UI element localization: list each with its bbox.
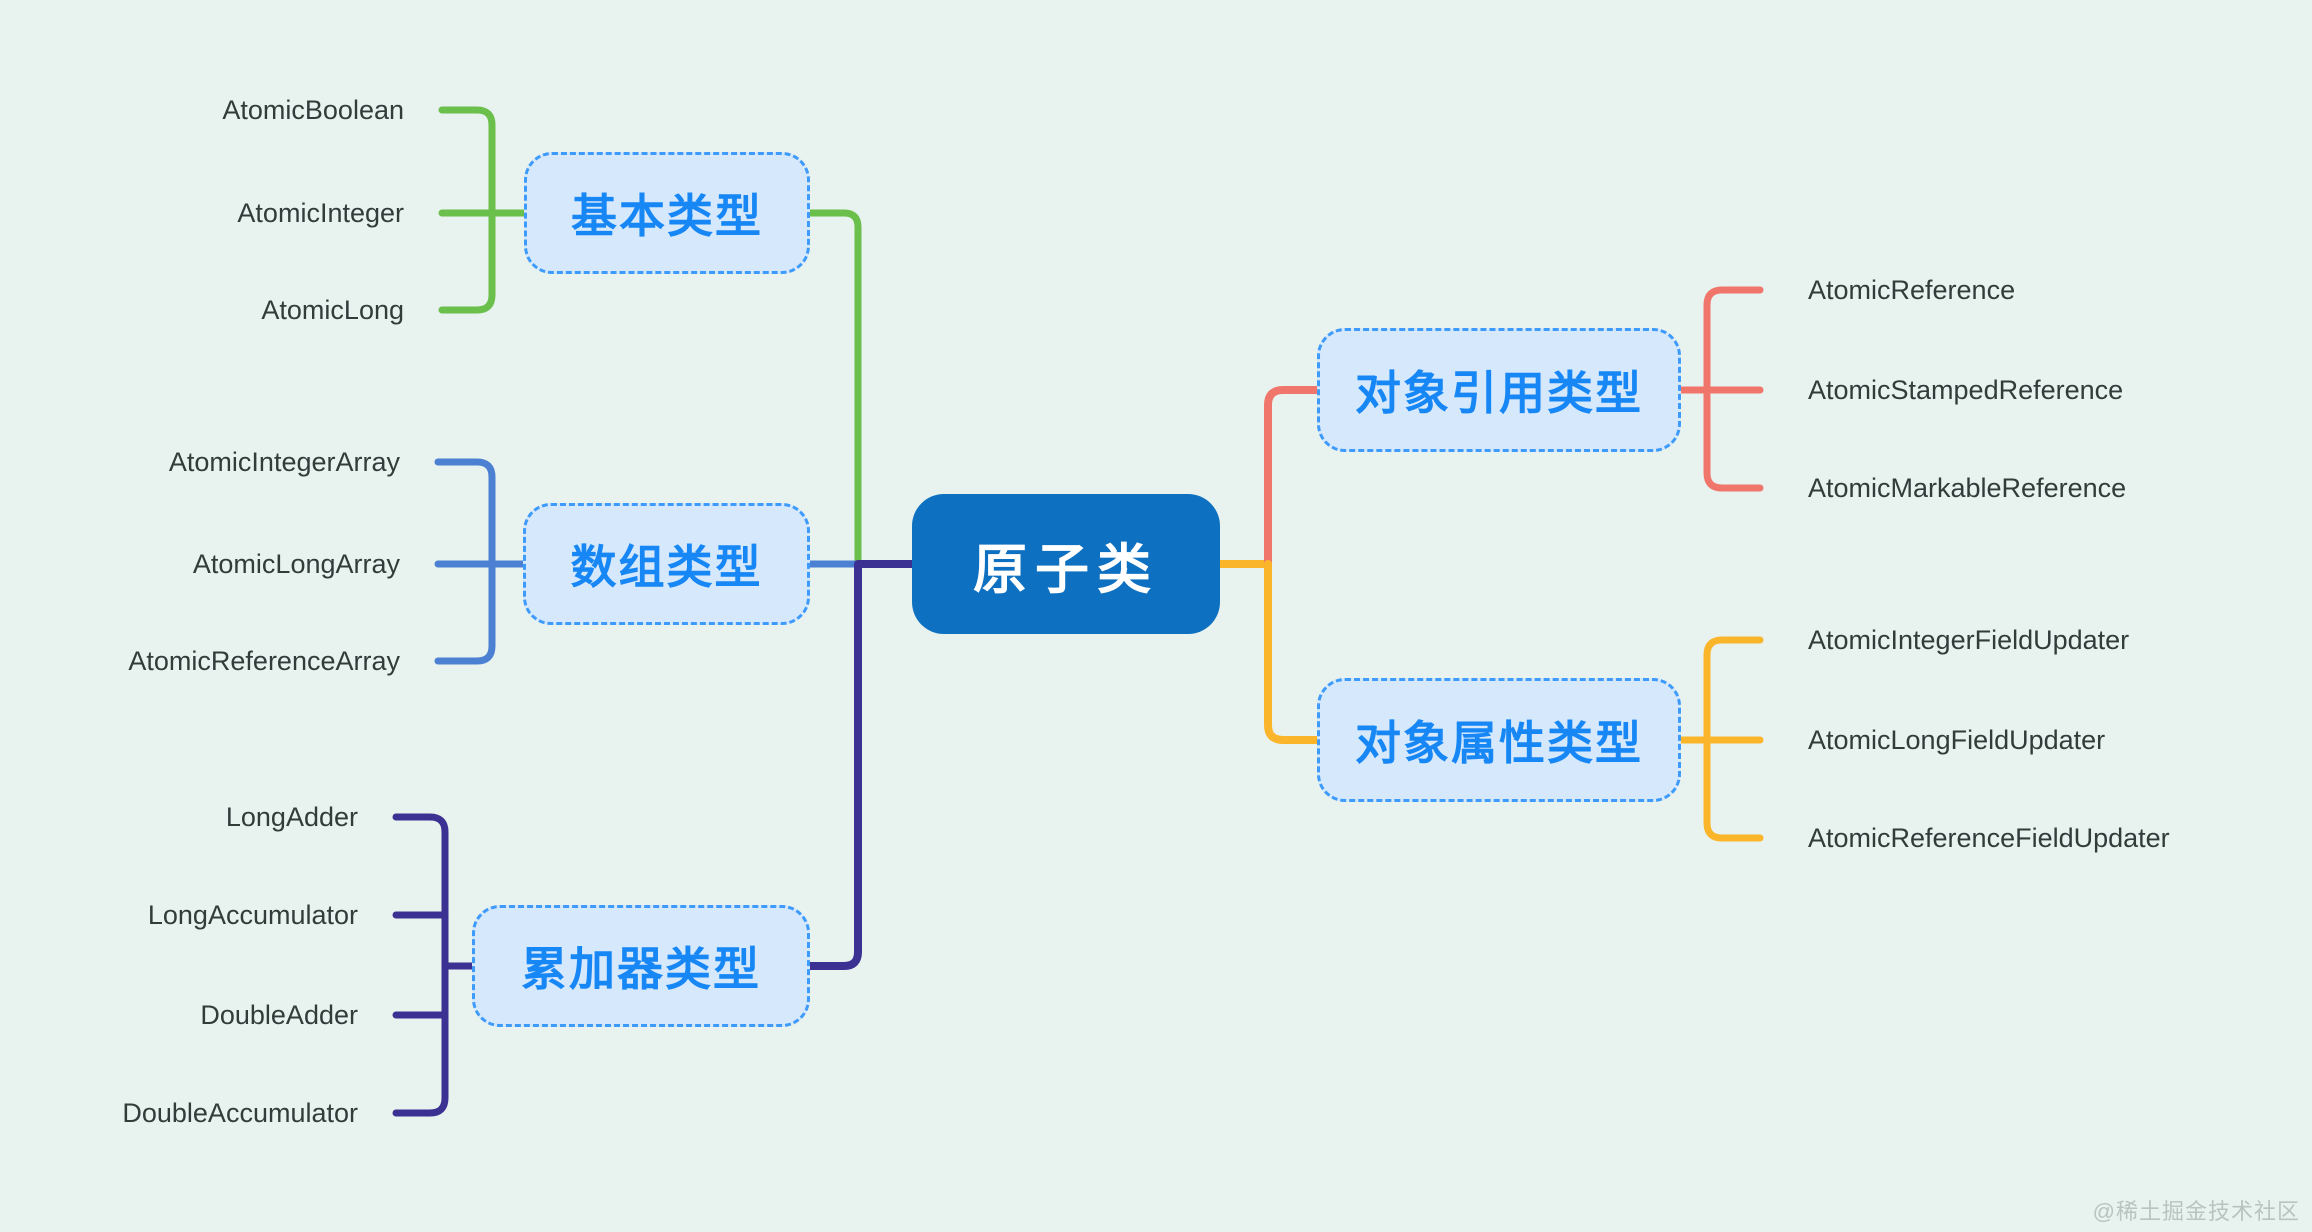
topic-object-reference-types-label: 对象引用类型 <box>1355 367 1643 419</box>
connector <box>392 813 449 1117</box>
topic-object-field-types[interactable]: 对象属性类型 <box>1317 678 1681 802</box>
child-topic-atomicreference[interactable]: AtomicReference <box>1808 275 2016 305</box>
topic-accumulator-types[interactable]: 累加器类型 <box>472 905 810 1027</box>
watermark: @稀土掘金技术社区 <box>2092 1199 2300 1224</box>
root-topic[interactable]: 原子类 <box>912 494 1220 634</box>
topic-basic-types[interactable]: 基本类型 <box>524 152 810 274</box>
child-topic-atomiclong[interactable]: AtomicLong <box>261 295 404 325</box>
topic-object-field-types-label: 对象属性类型 <box>1355 717 1643 769</box>
topic-object-reference-types[interactable]: 对象引用类型 <box>1317 328 1681 452</box>
child-topic-atomicintegerarray[interactable]: AtomicIntegerArray <box>168 447 400 477</box>
child-topic-longadder[interactable]: LongAdder <box>225 802 358 832</box>
topic-array-types-label: 数组类型 <box>570 541 763 593</box>
child-topic-atomicmarkablereference[interactable]: AtomicMarkableReference <box>1808 473 2127 503</box>
child-topic-doubleaccumulator[interactable]: DoubleAccumulator <box>122 1098 358 1128</box>
connector <box>806 560 916 970</box>
topic-array-types[interactable]: 数组类型 <box>523 503 810 625</box>
child-topic-atomicreferencefieldupdater[interactable]: AtomicReferenceFieldUpdater <box>1808 823 2170 853</box>
child-topic-longaccumulator[interactable]: LongAccumulator <box>147 900 358 930</box>
child-topic-doubleadder[interactable]: DoubleAdder <box>200 1000 358 1030</box>
child-topic-atomicboolean[interactable]: AtomicBoolean <box>222 95 404 125</box>
child-topic-atomiclongarray[interactable]: AtomicLongArray <box>192 549 400 579</box>
child-topic-atomiclongfieldupdater[interactable]: AtomicLongFieldUpdater <box>1808 725 2106 755</box>
connector <box>1264 560 1321 744</box>
child-topic-atomicintegerfieldupdater[interactable]: AtomicIntegerFieldUpdater <box>1808 625 2130 655</box>
root-topic-label: 原子类 <box>973 539 1159 600</box>
child-topic-atomicstampedreference[interactable]: AtomicStampedReference <box>1808 375 2124 405</box>
topic-accumulator-types-label: 累加器类型 <box>521 943 761 995</box>
topic-basic-types-label: 基本类型 <box>571 190 763 242</box>
connector <box>1264 386 1321 568</box>
child-topic-atomicinteger[interactable]: AtomicInteger <box>237 198 404 228</box>
child-topic-atomicreferencearray[interactable]: AtomicReferenceArray <box>128 646 400 676</box>
connector <box>806 209 862 568</box>
